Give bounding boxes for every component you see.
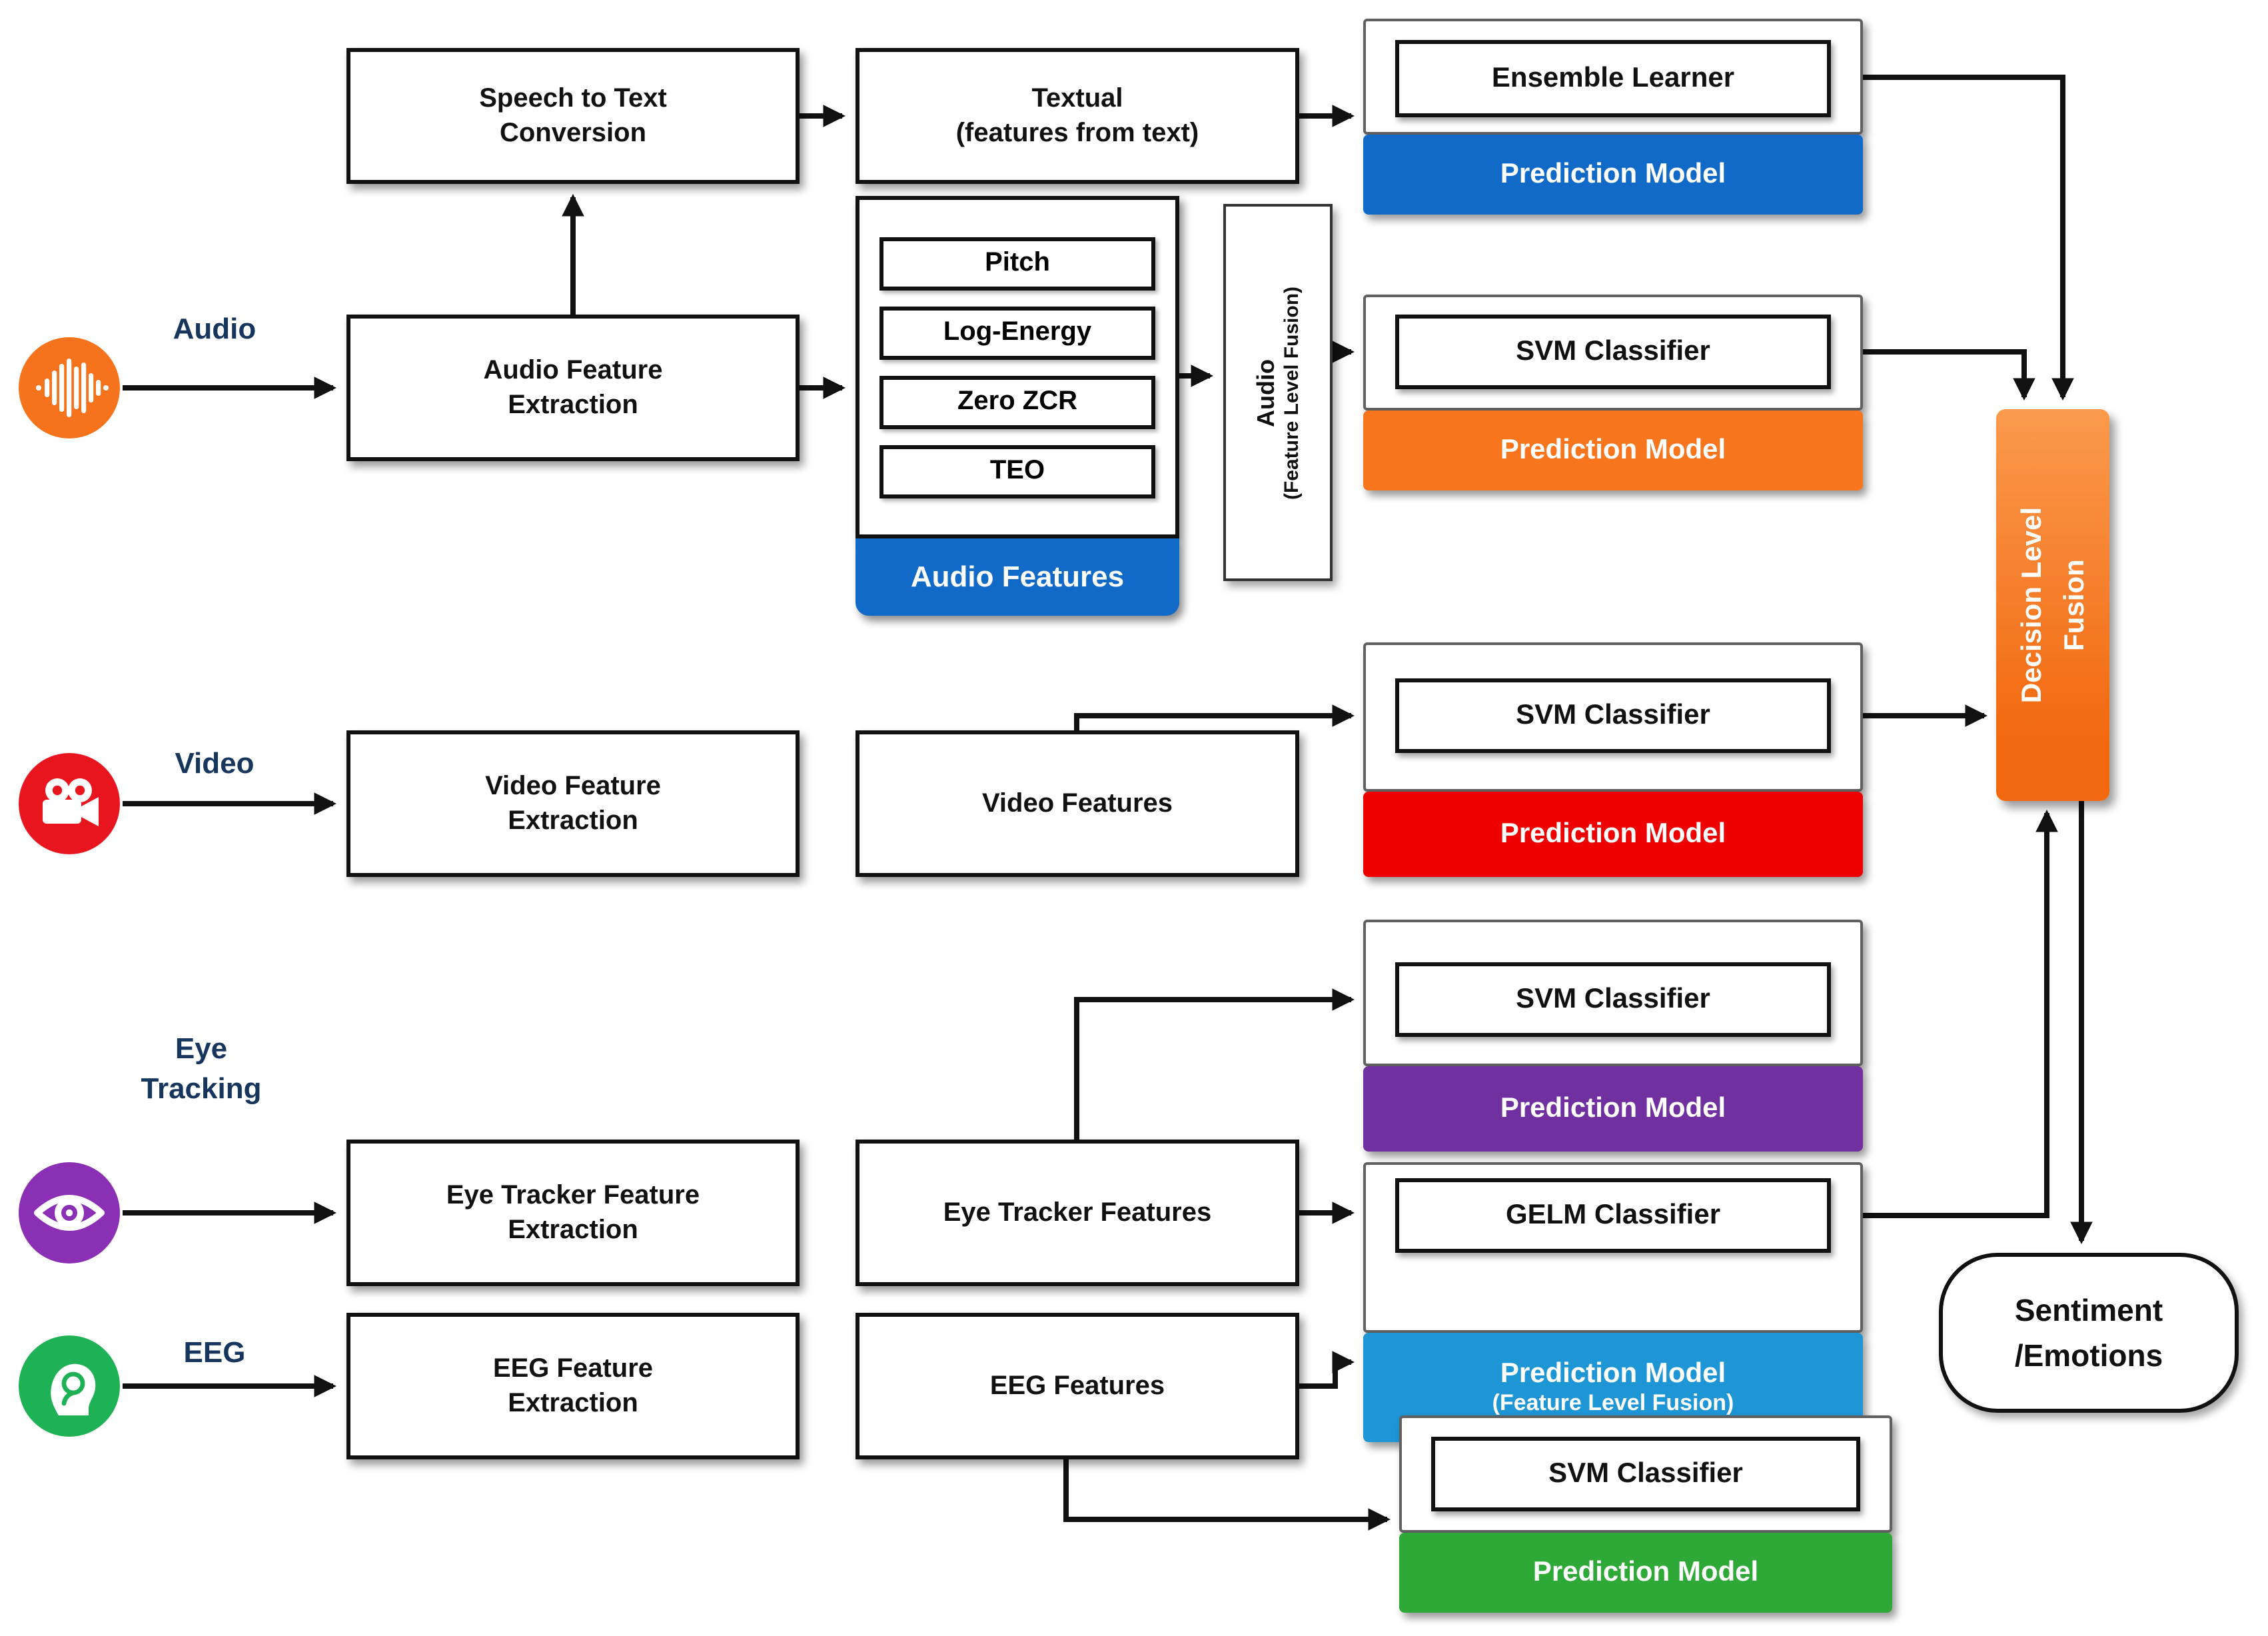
- eeg-source-label: EEG: [183, 1335, 246, 1369]
- decision-level-fusion-box: Decision Level Fusion: [1996, 409, 2109, 801]
- connector-gelm-to-fusion: [1863, 809, 2058, 1218]
- ensemble-footer: Prediction Model: [1363, 135, 1863, 215]
- audio-extract-line2: Extraction: [508, 391, 638, 420]
- eye-extract-line2: Extraction: [508, 1216, 638, 1245]
- gelm-footer-line1: Prediction Model: [1500, 1358, 1726, 1389]
- eye-tracking-source-label: Eye Tracking: [101, 1029, 301, 1108]
- speech-line1: Speech to Text: [479, 84, 667, 113]
- output-line1: Sentiment: [2014, 1292, 2163, 1327]
- video-camera-icon: [43, 778, 99, 826]
- eye-extract-line1: Eye Tracker Feature: [446, 1181, 700, 1210]
- eye-svm-classifier-box: SVM Classifier: [1395, 962, 1831, 1037]
- connector-eye-features-to-svm: [1074, 988, 1355, 1140]
- eeg-prediction-footer: Prediction Model: [1399, 1533, 1892, 1613]
- audio-feature-extraction-box: Audio Feature Extraction: [346, 315, 800, 461]
- audio-prediction-group: SVM Classifier Prediction Model: [1363, 295, 1863, 490]
- audio-source-label: Audio: [173, 312, 257, 345]
- ensemble-learner-box: Ensemble Learner: [1395, 40, 1831, 117]
- audio-extract-line1: Audio Feature: [483, 356, 663, 385]
- video-svm-classifier-box: SVM Classifier: [1395, 678, 1831, 753]
- textual-line2: (features from text): [955, 119, 1199, 148]
- video-extract-line1: Video Feature: [485, 772, 661, 801]
- audio-flf-line2: (Feature Level Fusion): [1281, 285, 1303, 500]
- audio-svm-classifier-box: SVM Classifier: [1395, 315, 1831, 389]
- eye-tracking-source-icon: [19, 1162, 120, 1263]
- fusion-text: Decision Level Fusion: [2011, 507, 2095, 703]
- ensemble-prediction-group: Ensemble Learner Prediction Model: [1363, 19, 1863, 215]
- video-feature-extraction-box: Video Feature Extraction: [346, 730, 800, 877]
- gelm-footer-line2: (Feature Level Fusion): [1492, 1390, 1734, 1416]
- video-source-icon: [19, 753, 120, 854]
- video-prediction-footer: Prediction Model: [1363, 792, 1863, 877]
- connector-eeg-features-to-eeg-svm: [1063, 1459, 1391, 1531]
- textual-features-box: Textual (features from text): [855, 48, 1299, 184]
- connector-audio-svm-to-fusion: [1863, 349, 2035, 401]
- eeg-prediction-group: SVM Classifier Prediction Model: [1399, 1415, 1892, 1613]
- audio-features-stack: Pitch Log-Energy Zero ZCR TEO Audio Feat…: [855, 196, 1179, 616]
- audio-feature-zero-zcr: Zero ZCR: [879, 375, 1155, 428]
- fusion-line1: Decision Level: [2016, 506, 2047, 704]
- audio-flf-text: Audio (Feature Level Fusion): [1253, 286, 1303, 499]
- audio-feature-pitch: Pitch: [879, 237, 1155, 290]
- video-features-label: Video Features: [981, 789, 1173, 818]
- fusion-line2: Fusion: [2058, 559, 2089, 651]
- eeg-extract-line2: Extraction: [508, 1389, 638, 1418]
- eye-label-line1: Eye: [175, 1032, 228, 1065]
- eeg-svm-classifier-box: SVM Classifier: [1431, 1437, 1860, 1511]
- video-source-label: Video: [175, 746, 255, 780]
- textual-line1: Textual: [1031, 84, 1123, 113]
- audio-features-footer: Audio Features: [855, 538, 1179, 616]
- video-extract-line2: Extraction: [508, 806, 638, 836]
- gelm-prediction-group: GELM Classifier Prediction Model (Featur…: [1363, 1162, 1863, 1442]
- output-line2: /Emotions: [2014, 1338, 2163, 1373]
- audio-feature-level-fusion-box: Audio (Feature Level Fusion): [1223, 204, 1333, 581]
- speech-to-text-box: Speech to Text Conversion: [346, 48, 800, 184]
- audio-flf-line1: Audio: [1253, 359, 1279, 426]
- head-mind-icon: [51, 1363, 96, 1415]
- gelm-classifier-box: GELM Classifier: [1395, 1178, 1831, 1253]
- waveform-icon: [36, 359, 109, 417]
- audio-features-list: Pitch Log-Energy Zero ZCR TEO: [855, 196, 1179, 538]
- audio-prediction-footer: Prediction Model: [1363, 410, 1863, 490]
- eeg-source-icon: [19, 1335, 120, 1437]
- audio-feature-teo: TEO: [879, 444, 1155, 498]
- audio-feature-log-energy: Log-Energy: [879, 306, 1155, 359]
- eye-prediction-footer: Prediction Model: [1363, 1066, 1863, 1152]
- eye-tracker-features-label: Eye Tracker Features: [943, 1198, 1212, 1227]
- connector-eeg-features-to-gelm-footer: [1299, 1351, 1355, 1389]
- eye-tracker-feature-extraction-box: Eye Tracker Feature Extraction: [346, 1140, 800, 1286]
- eeg-extract-line1: EEG Feature: [492, 1354, 654, 1383]
- eye-prediction-group: SVM Classifier Prediction Model: [1363, 920, 1863, 1152]
- eeg-features-label: EEG Features: [989, 1371, 1165, 1401]
- eye-icon: [34, 1195, 105, 1231]
- eeg-feature-extraction-box: EEG Feature Extraction: [346, 1313, 800, 1459]
- connector-video-features-to-svm: [1074, 704, 1355, 730]
- eeg-features-box: EEG Features: [855, 1313, 1299, 1459]
- video-features-box: Video Features: [855, 730, 1299, 877]
- sentiment-emotions-output: Sentiment /Emotions: [1939, 1253, 2239, 1413]
- eye-label-line2: Tracking: [141, 1071, 262, 1105]
- speech-line2: Conversion: [499, 119, 647, 148]
- audio-source-icon: [19, 337, 120, 438]
- eye-tracker-features-box: Eye Tracker Features: [855, 1140, 1299, 1286]
- video-prediction-group: SVM Classifier Prediction Model: [1363, 642, 1863, 877]
- connector-ensemble-to-fusion: [1863, 75, 2074, 401]
